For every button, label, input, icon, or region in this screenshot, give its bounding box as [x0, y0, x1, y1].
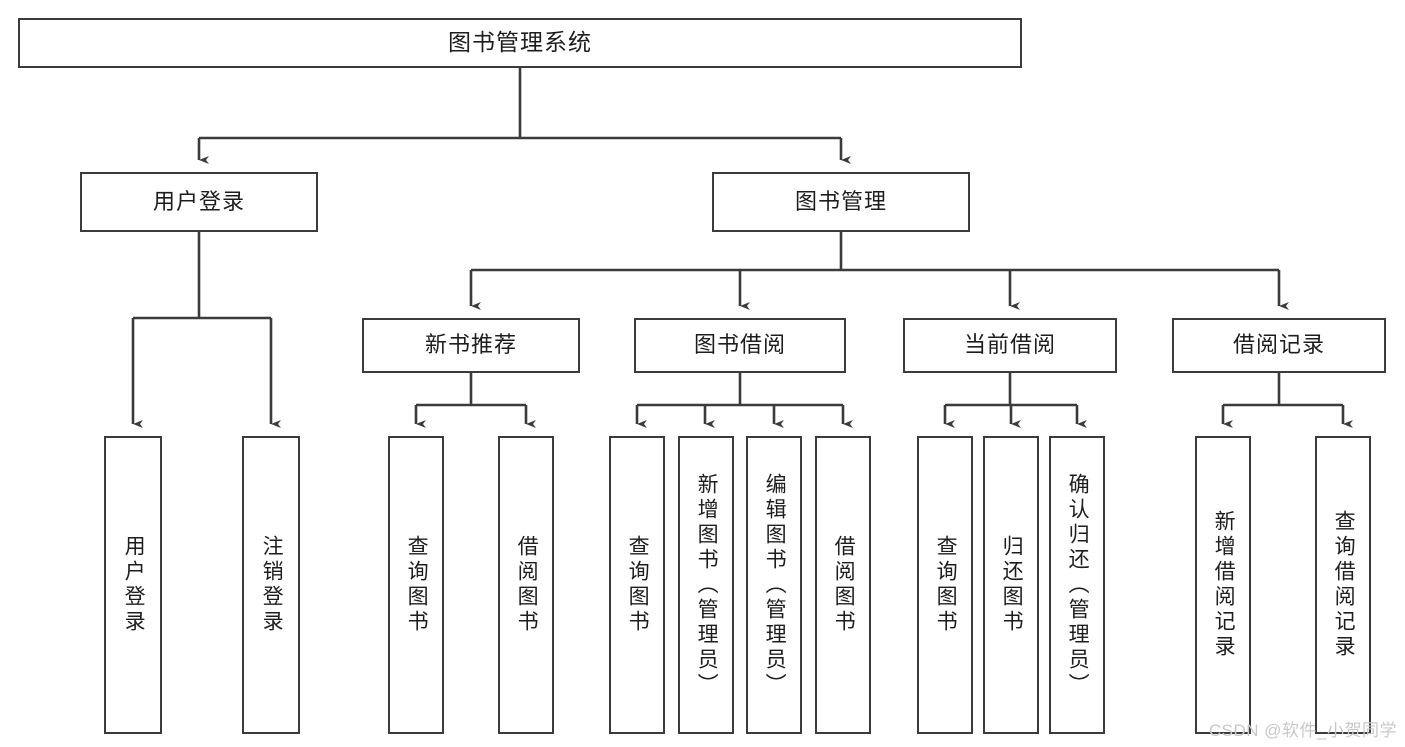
leaf-query-borrow-record[interactable]: 查询借阅记录	[1315, 436, 1371, 734]
leaf-borrow-book[interactable]: 借阅图书	[815, 436, 871, 734]
watermark: CSDN @软件_小贺同学	[1208, 721, 1397, 740]
node-user-login[interactable]: 用户登录	[80, 172, 318, 232]
node-label: 新增借阅记录	[1212, 510, 1236, 660]
node-label: 借阅图书	[832, 535, 856, 635]
node-current-borrow[interactable]: 当前借阅	[903, 318, 1117, 373]
node-label: 新增图书（管理员）	[695, 472, 719, 698]
node-root-library-system[interactable]: 图书管理系统	[18, 18, 1022, 68]
leaf-query-book-borrow[interactable]: 查询图书	[609, 436, 665, 734]
node-label: 新书推荐	[424, 332, 517, 358]
leaf-add-borrow-record[interactable]: 新增借阅记录	[1195, 436, 1251, 734]
node-label: 注销登录	[260, 535, 284, 635]
leaf-add-book-admin[interactable]: 新增图书（管理员）	[678, 436, 734, 734]
node-label: 查询图书	[405, 535, 429, 635]
node-label: 当前借阅	[963, 332, 1056, 358]
node-book-borrow[interactable]: 图书借阅	[634, 318, 846, 373]
leaf-user-login[interactable]: 用户登录	[104, 436, 162, 734]
node-label: 确认归还（管理员）	[1066, 472, 1090, 698]
node-book-management[interactable]: 图书管理	[712, 172, 970, 232]
node-label: 借阅图书	[515, 535, 539, 635]
node-label: 借阅记录	[1232, 332, 1325, 358]
node-borrow-record[interactable]: 借阅记录	[1172, 318, 1386, 373]
node-label: 图书管理系统	[448, 29, 592, 56]
node-label: 归还图书	[1000, 535, 1024, 635]
leaf-edit-book-admin[interactable]: 编辑图书（管理员）	[746, 436, 802, 734]
leaf-query-book-current[interactable]: 查询图书	[917, 436, 973, 734]
node-label: 用户登录	[152, 188, 245, 214]
node-label: 图书管理	[794, 188, 887, 214]
leaf-return-book[interactable]: 归还图书	[983, 436, 1039, 734]
leaf-query-book-recommend[interactable]: 查询图书	[388, 436, 444, 734]
leaf-confirm-return-admin[interactable]: 确认归还（管理员）	[1049, 436, 1105, 734]
node-label: 查询借阅记录	[1332, 510, 1356, 660]
leaf-borrow-book-recommend[interactable]: 借阅图书	[498, 436, 554, 734]
node-label: 编辑图书（管理员）	[763, 472, 787, 698]
node-label: 图书借阅	[693, 332, 786, 358]
node-label: 查询图书	[626, 535, 650, 635]
node-new-book-recommend[interactable]: 新书推荐	[362, 318, 580, 373]
node-label: 查询图书	[934, 535, 958, 635]
leaf-logout[interactable]: 注销登录	[242, 436, 300, 734]
node-label: 用户登录	[122, 535, 146, 635]
